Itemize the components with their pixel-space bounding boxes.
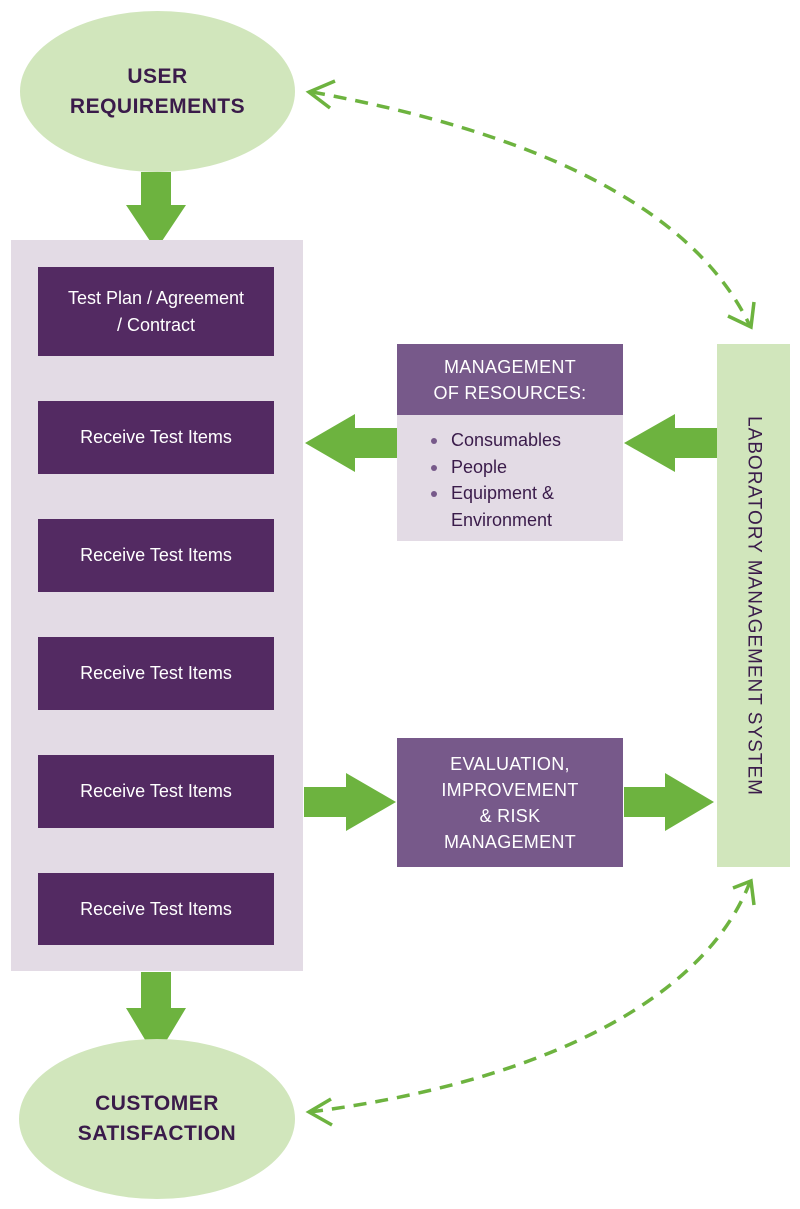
user-requirements-ellipse: USER REQUIREMENTS [20, 11, 295, 172]
step-receive-test-items-5: Receive Test Items [38, 873, 274, 945]
evaluation-line3: & RISK [479, 805, 541, 826]
resource-item-equipment-environment: Equipment & Environment [431, 480, 623, 533]
step-label: Receive Test Items [80, 898, 232, 919]
step-label: Receive Test Items [80, 663, 232, 683]
evaluation-box: EVALUATION, IMPROVEMENT & RISK MANAGEMEN… [397, 738, 623, 867]
resources-heading-line1: MANAGEMENT [443, 356, 576, 377]
resources-heading: MANAGEMENT OF RESOURCES: [397, 344, 623, 415]
arrow-left-resources-to-process [305, 414, 397, 472]
step-test-plan: Test Plan / Agreement / Contract [38, 267, 274, 356]
step-test-plan-line2: / Contract [116, 314, 196, 335]
resource-item-consumables: Consumables [431, 427, 623, 454]
lms-label: LABORATORY MANAGEMENT SYSTEM [743, 415, 765, 796]
evaluation-line1: EVALUATION, [450, 753, 570, 774]
dashed-arrowhead-customer-satisfaction [305, 1097, 333, 1127]
step-receive-test-items-1: Receive Test Items [38, 401, 274, 474]
arrow-down-from-user-requirements [126, 172, 186, 250]
process-panel [11, 240, 303, 971]
dashed-arrowhead-user-requirements [305, 79, 336, 110]
resource-item-people: People [431, 454, 623, 481]
step-test-plan-line1: Test Plan / Agreement [67, 287, 245, 308]
customer-satisfaction-line1: CUSTOMER [95, 1092, 219, 1115]
arrow-down-to-customer-satisfaction [126, 972, 186, 1058]
step-label: Receive Test Items [80, 427, 232, 447]
evaluation-line2: IMPROVEMENT [441, 779, 579, 800]
step-receive-test-items-4: Receive Test Items [38, 755, 274, 828]
resource-item-label: Consumables [451, 430, 562, 450]
dashed-arrow-customer-satisfaction-lms [309, 881, 752, 1114]
resource-item-label-line2: Environment [451, 509, 553, 530]
evaluation-line4: MANAGEMENT [443, 831, 576, 852]
resources-heading-line2: OF RESOURCES: [433, 382, 587, 403]
resources-list: Consumables People Equipment & Environme… [397, 415, 623, 541]
customer-satisfaction-ellipse: CUSTOMER SATISFACTION [19, 1039, 295, 1199]
step-label: Receive Test Items [80, 545, 232, 565]
user-requirements-line2: REQUIREMENTS [69, 94, 246, 118]
user-requirements-line1: USER [127, 64, 188, 88]
arrow-right-evaluation-to-lms [624, 773, 714, 831]
step-receive-test-items-3: Receive Test Items [38, 637, 274, 710]
bullet-icon [431, 491, 437, 497]
step-receive-test-items-2: Receive Test Items [38, 519, 274, 592]
step-label: Receive Test Items [80, 781, 232, 801]
resource-item-label-line1: Equipment & [451, 483, 555, 503]
resource-item-label: People [451, 456, 508, 477]
arrow-left-lms-to-resources [624, 414, 717, 472]
customer-satisfaction-line2: SATISFACTION [77, 1122, 237, 1145]
bullet-icon [431, 464, 437, 471]
laboratory-management-system-box: LABORATORY MANAGEMENT SYSTEM [717, 344, 790, 867]
dashed-arrow-user-requirements-lms [311, 90, 752, 327]
arrow-right-process-to-evaluation [304, 773, 396, 831]
dashed-arrowhead-lms-bottom [732, 878, 756, 906]
dashed-arrowhead-lms-top [727, 301, 756, 330]
bullet-icon [431, 438, 437, 444]
